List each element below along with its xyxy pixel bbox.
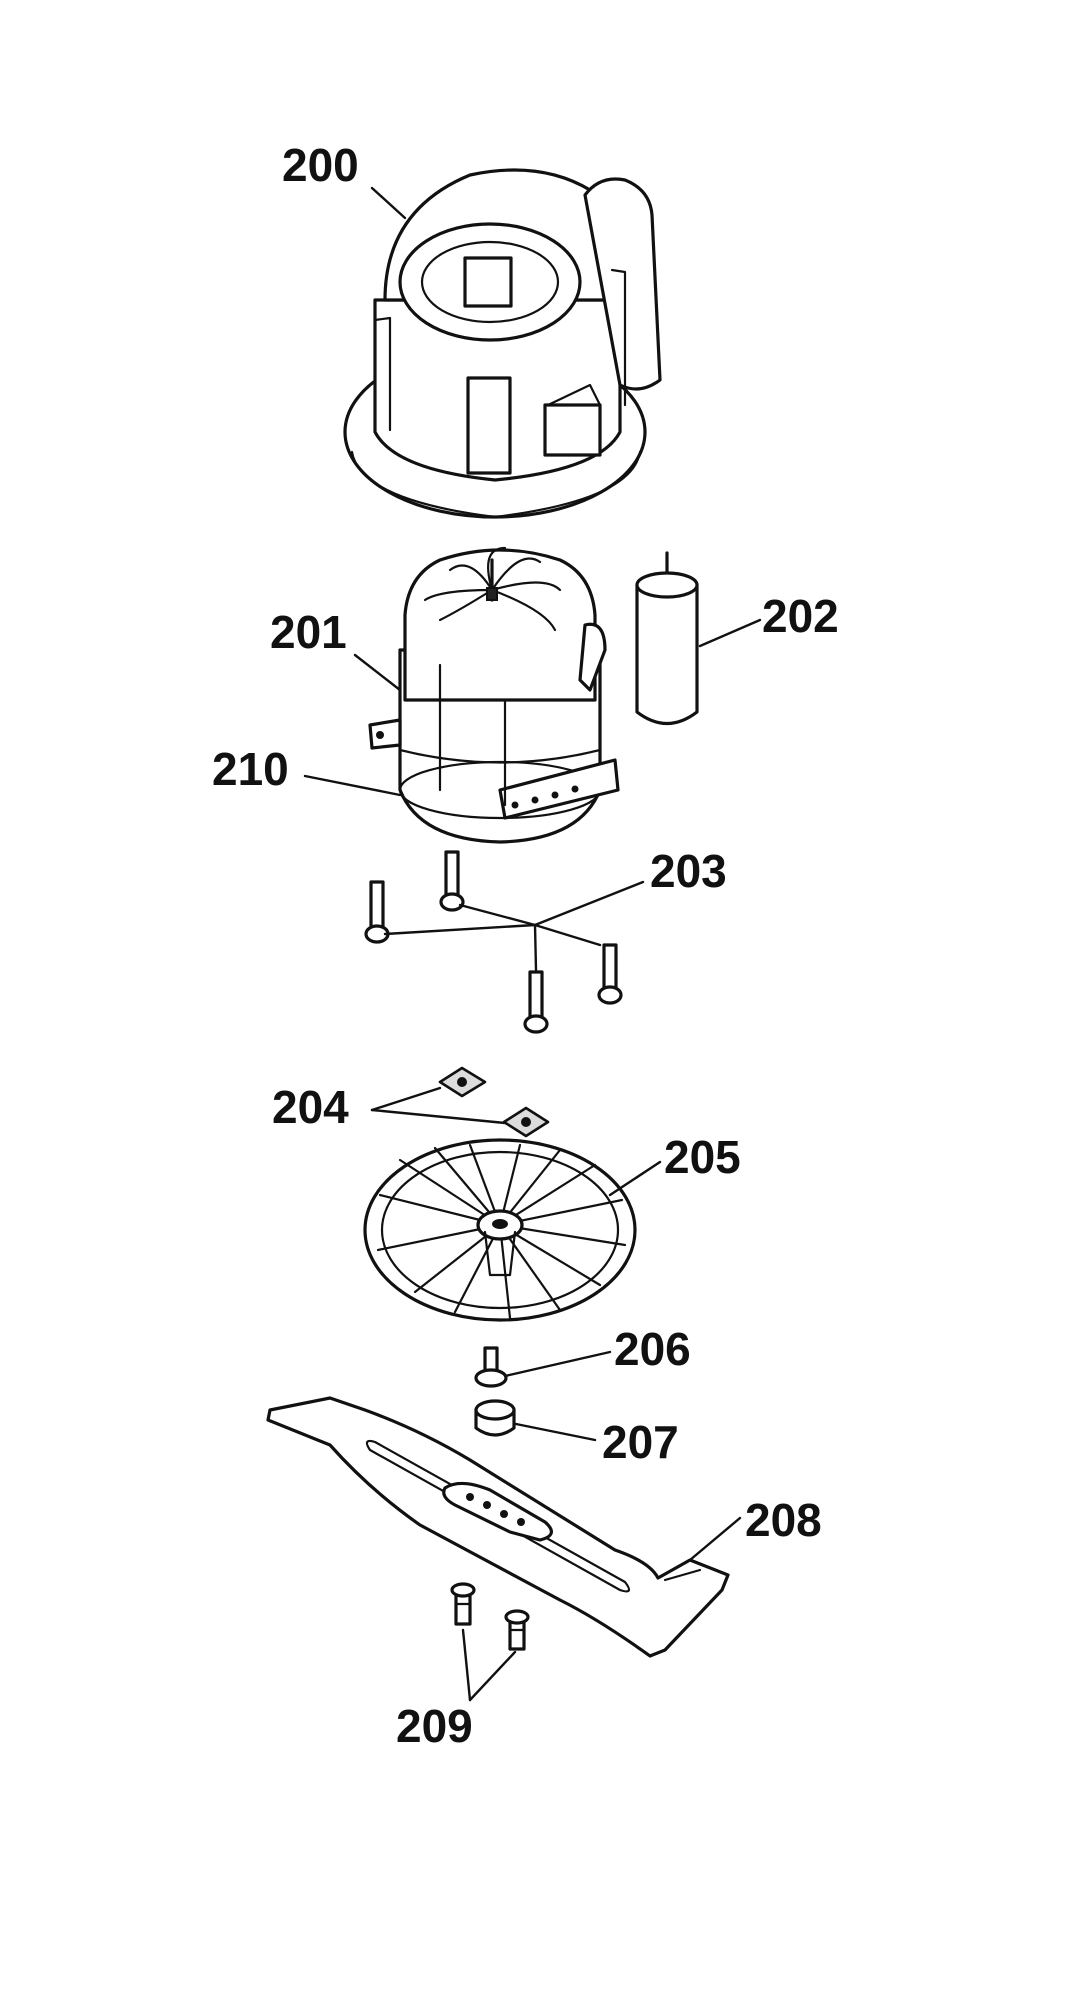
label-202: 202 — [762, 590, 839, 642]
label-203: 203 — [650, 845, 727, 897]
blade-screws-part — [450, 1582, 530, 1651]
fan-bolt-part — [474, 1346, 508, 1388]
motor-housing-part — [343, 168, 662, 519]
motor-part — [368, 546, 620, 844]
capacitor-part — [635, 551, 699, 725]
label-208: 208 — [745, 1494, 822, 1546]
cutting-blade-part — [266, 1396, 730, 1658]
label-200: 200 — [282, 139, 359, 191]
motor-screws-part — [364, 850, 623, 1034]
spacer-part — [474, 1399, 516, 1437]
fan-part — [363, 1138, 637, 1322]
label-209: 209 — [396, 1700, 473, 1752]
label-205: 205 — [664, 1131, 741, 1183]
label-206: 206 — [614, 1323, 691, 1375]
label-204: 204 — [272, 1081, 349, 1133]
label-201: 201 — [270, 606, 347, 658]
label-210: 210 — [212, 743, 289, 795]
square-nuts-part — [438, 1066, 550, 1138]
part-labels: 200 201 202 203 204 205 206 207 208 209 … — [212, 139, 839, 1752]
label-207: 207 — [602, 1416, 679, 1468]
leader-lines — [303, 186, 762, 1702]
